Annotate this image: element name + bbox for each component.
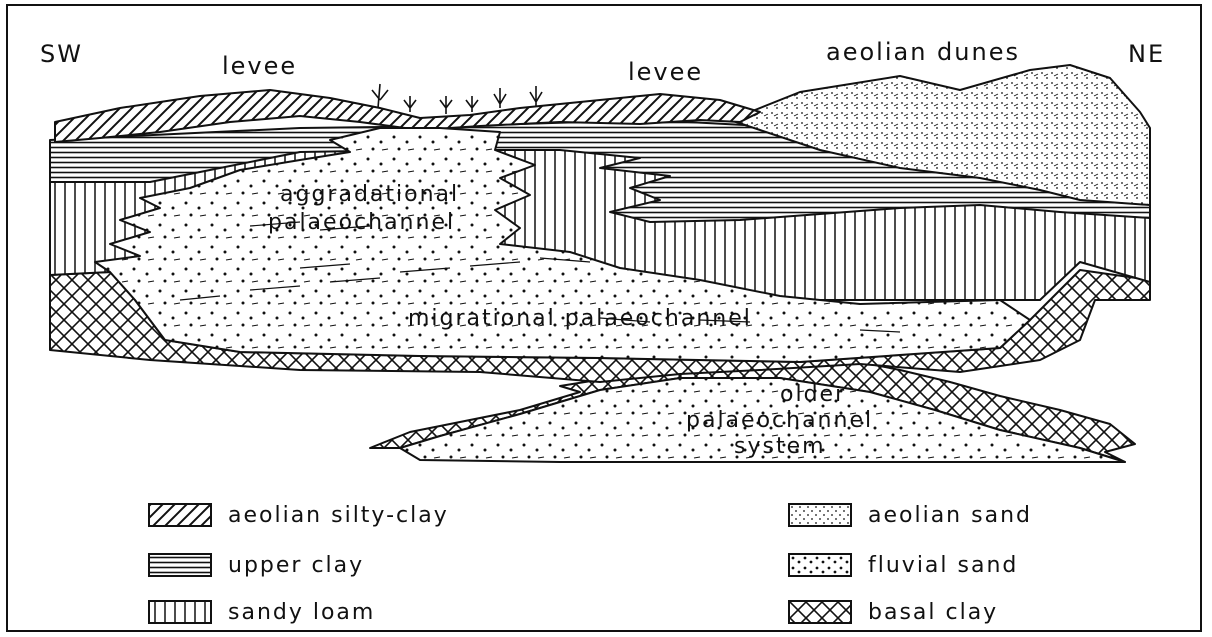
aggradational-palaeochannel-label: palaeochannel [268, 212, 455, 234]
legend-label: sandy loam [228, 600, 375, 625]
older-palaeochannel-label: palaeochannel [686, 410, 873, 432]
legend-item-aeolian-sand: aeolian sand [788, 500, 1032, 530]
direction-ne-label: NE [1128, 42, 1165, 66]
levee-left-label: levee [222, 54, 297, 78]
legend-swatch-horizontal-lines [148, 553, 212, 577]
legend-label: upper clay [228, 553, 364, 578]
legend-label: fluvial sand [868, 553, 1018, 578]
legend-swatch-fine-dots [788, 503, 852, 527]
legend-item-aeolian-silty-clay: aeolian silty-clay [148, 500, 449, 530]
legend-swatch-crosshatch [788, 600, 852, 624]
aeolian-dunes-label: aeolian dunes [826, 40, 1020, 64]
legend-item-sandy-loam: sandy loam [148, 597, 375, 627]
legend-label: aeolian sand [868, 503, 1032, 528]
migrational-palaeochannel-label: migrational palaeochannel [408, 308, 752, 330]
older-system-label: system [734, 436, 826, 458]
legend-item-fluvial-sand: fluvial sand [788, 550, 1018, 580]
legend-item-upper-clay: upper clay [148, 550, 364, 580]
aggradational-label: aggradational [280, 184, 459, 206]
older-label: older [780, 384, 846, 406]
legend-item-basal-clay: basal clay [788, 597, 998, 627]
legend-swatch-coarse-dots [788, 553, 852, 577]
direction-sw-label: SW [40, 42, 83, 66]
levee-right-label: levee [628, 60, 703, 84]
legend-label: basal clay [868, 600, 998, 625]
legend-swatch-vertical-lines [148, 600, 212, 624]
legend-label: aeolian silty-clay [228, 503, 449, 528]
legend-swatch-diagonal-hatch [148, 503, 212, 527]
geology-section [50, 65, 1150, 462]
